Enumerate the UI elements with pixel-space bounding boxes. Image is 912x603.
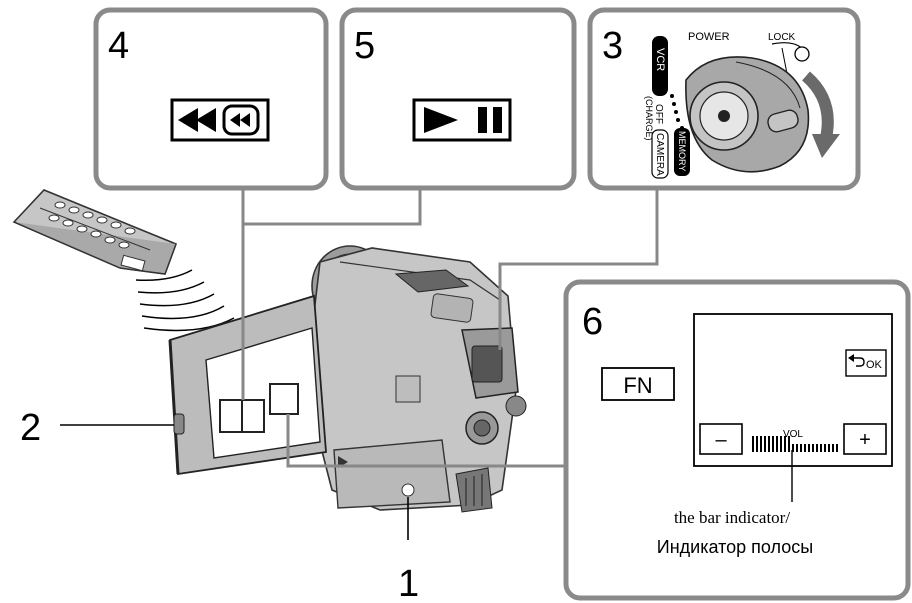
step-number-2: 2 (20, 407, 41, 449)
rewind-button[interactable] (170, 98, 270, 142)
plus-label: + (859, 429, 871, 451)
volume-bar-filled (784, 436, 786, 452)
volume-bar-filled (760, 436, 762, 452)
volume-bar-filled (780, 436, 782, 452)
volume-plus-button[interactable]: + (843, 423, 887, 455)
volume-bar-empty (804, 444, 806, 452)
panel-step-3: 3 POWER LOCK VCR OFF (CHARGE) CAMERA MEM… (587, 7, 861, 191)
lcd-panel (168, 294, 327, 476)
remote-signal-arcs (135, 269, 235, 332)
volume-minus-button[interactable]: – (699, 423, 743, 455)
step-number-3: 3 (602, 25, 623, 67)
bar-indicator-caption-en: the bar indicator/ (674, 508, 790, 527)
fn-label: FN (623, 373, 652, 398)
panel-step-6: 6 FN OK – + VOL the bar indicator/ Инд (563, 279, 911, 601)
step-number-5: 5 (354, 25, 375, 67)
return-arrow-icon (848, 354, 865, 367)
volume-bar-empty (824, 444, 826, 452)
rotate-arrow-icon (801, 71, 840, 158)
volume-bar-filled (772, 436, 774, 452)
volume-bar-empty (832, 444, 834, 452)
volume-bar-filled (752, 436, 754, 452)
rewind-icon (178, 104, 260, 136)
volume-bar-filled (776, 436, 778, 452)
charge-label: (CHARGE) (644, 96, 654, 141)
volume-bar-empty (808, 444, 810, 452)
panel-step-5: 5 (339, 7, 577, 191)
power-switch[interactable] (685, 56, 810, 173)
camera-mode-tag (651, 129, 669, 179)
memory-label: MEMORY (677, 131, 687, 171)
step-number-1: 1 (398, 563, 419, 603)
volume-bar-empty (812, 444, 814, 452)
vcr-mode-tag (652, 36, 668, 96)
volume-bar-indicator (752, 436, 838, 452)
volume-bar-filled (756, 436, 758, 452)
volume-bar-empty (828, 444, 830, 452)
step-number-6: 6 (582, 301, 603, 343)
volume-bar-empty (796, 444, 798, 452)
lock-label: LOCK (768, 32, 796, 43)
volume-bar-empty (792, 444, 794, 452)
volume-bar-filled (764, 436, 766, 452)
vcr-label: VCR (654, 48, 666, 71)
volume-bar-empty (800, 444, 802, 452)
play-pause-button[interactable] (412, 98, 512, 142)
bar-indicator-caption-ru: Индикатор полосы (657, 537, 813, 557)
vol-label: VOL (783, 429, 803, 440)
minus-label: – (715, 429, 727, 451)
memory-mode-tag (674, 128, 690, 176)
volume-bar-filled (768, 436, 770, 452)
panel-step-4: 4 (93, 7, 329, 191)
fn-button[interactable]: FN (601, 367, 675, 401)
camcorder (311, 245, 527, 513)
play-icon (424, 107, 458, 133)
pause-icon (478, 107, 502, 133)
step-number-4: 4 (108, 25, 129, 67)
volume-bar-filled (788, 436, 790, 452)
volume-bar-empty (816, 444, 818, 452)
volume-bar-empty (836, 444, 838, 452)
remote-commander (12, 189, 178, 275)
return-ok-button[interactable]: OK (845, 349, 887, 377)
connector-lines (241, 190, 659, 468)
ok-label: OK (866, 359, 883, 371)
off-label: OFF (653, 104, 664, 124)
power-label: POWER (688, 31, 730, 43)
volume-bar-empty (820, 444, 822, 452)
camera-label: CAMERA (654, 133, 665, 176)
